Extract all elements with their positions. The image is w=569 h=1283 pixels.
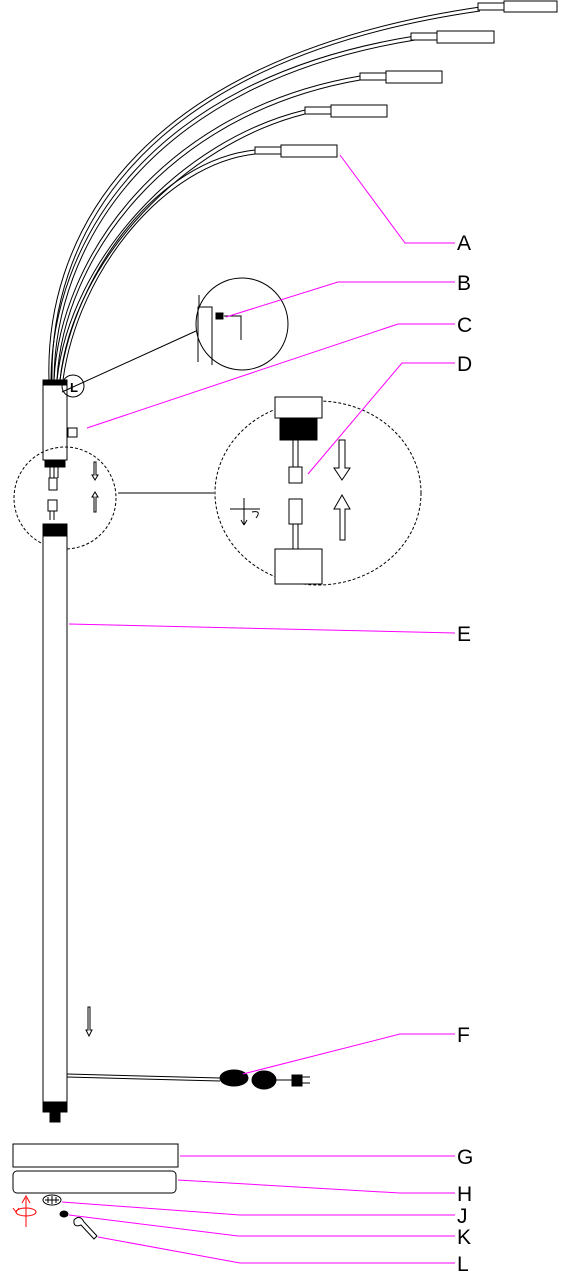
detail-circle-d bbox=[13, 396, 422, 586]
main-pole bbox=[42, 523, 68, 1123]
callout-labels: A B C D E F G H J K L bbox=[457, 232, 473, 1276]
power-cord bbox=[66, 1069, 310, 1090]
callout-c: C bbox=[457, 314, 472, 337]
callout-g: G bbox=[457, 1146, 473, 1169]
callout-l: L bbox=[457, 1253, 469, 1276]
callout-e: E bbox=[457, 623, 471, 646]
nut-k bbox=[59, 1210, 69, 1218]
detail-marker-label: L bbox=[70, 380, 78, 395]
leader-lines bbox=[61, 154, 456, 1264]
callout-b: B bbox=[457, 272, 471, 295]
base-plate-h bbox=[12, 1170, 177, 1194]
callout-j: J bbox=[457, 1205, 468, 1228]
shade-connectors bbox=[254, 0, 558, 158]
lamp-arms bbox=[48, 6, 481, 381]
callout-f: F bbox=[457, 1024, 470, 1047]
detail-circle-b bbox=[61, 277, 289, 398]
base-cover-g bbox=[12, 1143, 179, 1168]
callout-h: H bbox=[457, 1183, 472, 1206]
callout-d: D bbox=[457, 353, 472, 376]
callout-a: A bbox=[457, 232, 471, 255]
callout-k: K bbox=[457, 1226, 471, 1249]
rotation-symbol bbox=[12, 1194, 37, 1227]
wrench-l bbox=[73, 1216, 98, 1240]
assembly-arrows bbox=[85, 461, 99, 1038]
base-parts bbox=[12, 1143, 179, 1240]
